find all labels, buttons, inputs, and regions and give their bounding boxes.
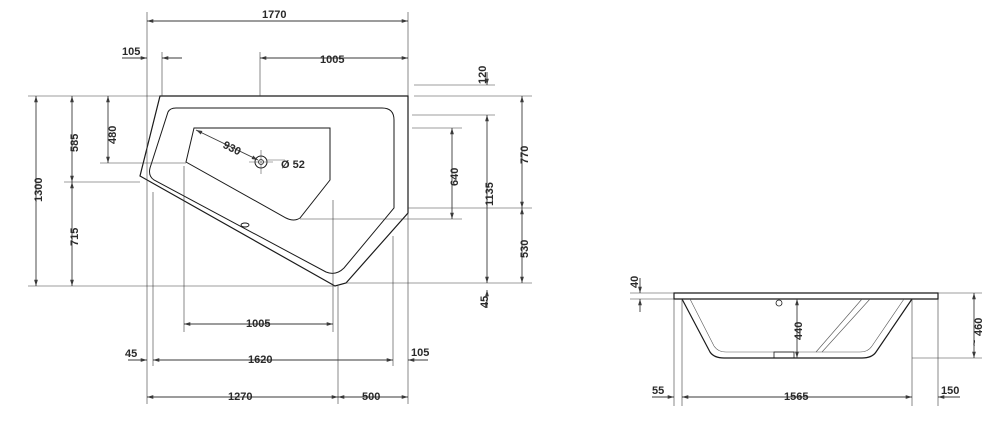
dim-45-right: 45 [479, 296, 491, 308]
drain-icon [773, 351, 795, 359]
dim-1770: 1770 [262, 9, 286, 21]
dim-480: 480 [107, 126, 119, 144]
tub-outer-outline [139, 95, 409, 287]
dim-460: 460 [973, 318, 985, 336]
dim-1565: 1565 [784, 391, 808, 403]
dim-1620: 1620 [248, 354, 272, 366]
dim-500: 500 [362, 391, 380, 403]
dim-150: 150 [941, 385, 959, 397]
tub-floor [185, 127, 331, 221]
dim-1270: 1270 [228, 391, 252, 403]
tub-inner-rim [149, 107, 395, 274]
section-rim [673, 292, 939, 300]
dim-440: 440 [793, 322, 805, 340]
section-view: 40 440 460 ~ 55 1565 150 [629, 276, 985, 406]
dim-55: 55 [652, 385, 664, 397]
dim-1005-top: 1005 [320, 54, 344, 66]
dim-640: 640 [449, 168, 461, 186]
dim-drain-diameter: Ø 52 [281, 159, 305, 171]
drain-icon [249, 150, 273, 174]
overflow-icon [775, 299, 783, 307]
plan-view: 930 Ø 52 1770 105 1005 120 1300 585 715 [28, 9, 532, 404]
dim-715: 715 [69, 228, 81, 246]
dim-585: 585 [69, 134, 81, 152]
approx-mark: ~ [969, 339, 981, 346]
dim-1005-inner: 1005 [246, 318, 270, 330]
dim-40: 40 [629, 276, 641, 288]
dim-1300: 1300 [33, 178, 45, 202]
dim-105-top: 105 [122, 46, 140, 58]
dim-530: 530 [519, 240, 531, 258]
dim-1135: 1135 [484, 182, 496, 206]
dim-45-bottom: 45 [125, 348, 137, 360]
dim-120: 120 [477, 66, 489, 84]
overflow-icon [240, 222, 250, 228]
dim-105-bottom: 105 [411, 347, 429, 359]
dim-930: 930 [221, 139, 243, 158]
dim-770: 770 [519, 146, 531, 164]
